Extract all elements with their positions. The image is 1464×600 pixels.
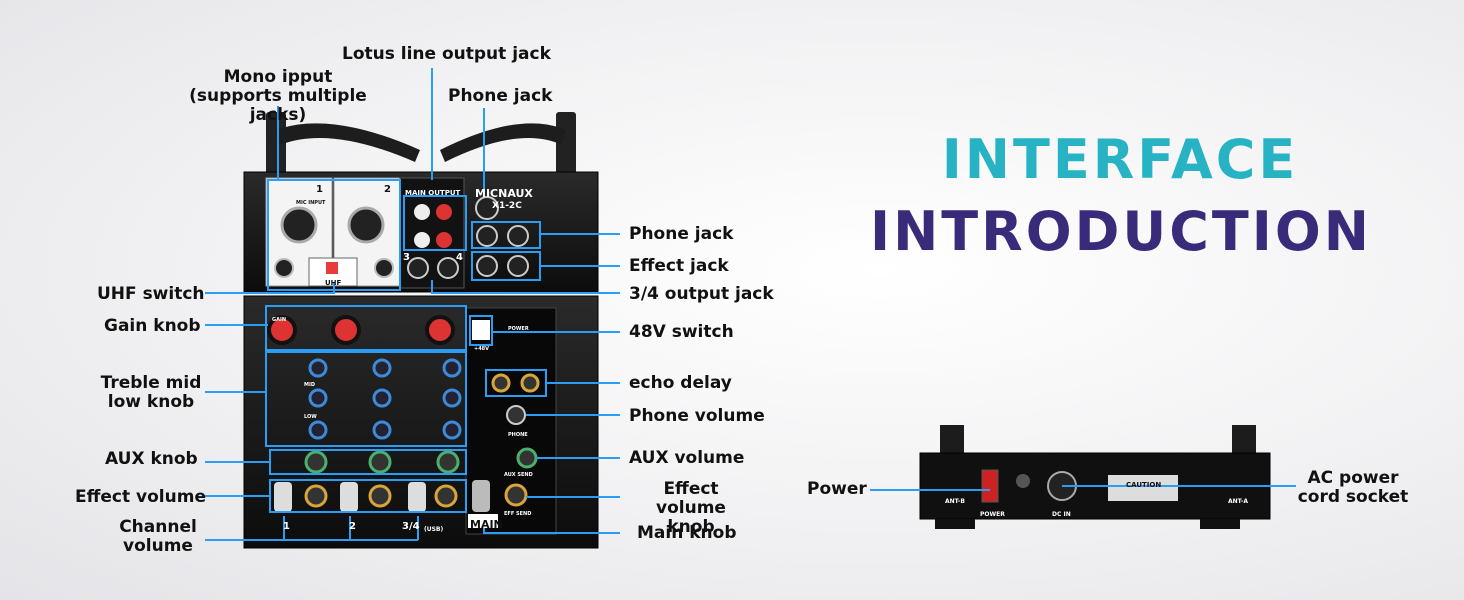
label-uhf-switch: UHF switch <box>97 284 205 304</box>
callout-gain <box>205 305 467 351</box>
fader-2-label: 2 <box>349 521 356 532</box>
fader-34-sub-label: (USB) <box>424 526 444 533</box>
channel-4-label: 4 <box>456 252 463 263</box>
label-echo-delay: echo delay <box>629 373 732 393</box>
label-aux-knob: AUX knob <box>105 449 198 469</box>
callout-echo-delay <box>485 369 620 397</box>
channel-2-label: 2 <box>384 184 391 195</box>
callout-48v <box>469 315 620 346</box>
fader-34-label: 3/4 <box>402 521 420 532</box>
label-power: Power <box>807 479 867 499</box>
label-phone-volume: Phone volume <box>629 406 765 426</box>
eff-send-label: EFF SEND <box>504 511 532 517</box>
aux-send-label: AUX SEND <box>504 472 533 478</box>
mixer-top-panel <box>243 171 599 293</box>
label-aux-volume: AUX volume <box>629 448 745 468</box>
callout-lines <box>205 68 1296 541</box>
low-label: LOW <box>304 414 317 420</box>
back-power-label: POWER <box>980 511 1005 518</box>
label-main-knob: Main knob <box>637 523 737 543</box>
v48-label: +48V <box>474 346 490 352</box>
antenna-right <box>440 112 576 174</box>
heading-line-2: INTRODUCTION <box>870 200 1372 263</box>
label-effect-volume-knob: Effect volume knob <box>656 479 726 537</box>
callout-uhf <box>205 283 335 294</box>
callout-channel-volume <box>205 516 419 541</box>
back-dc-in-label: DC IN <box>1052 511 1071 518</box>
label-treble-mid-low-knob: Treble mid low knob <box>100 373 202 412</box>
mid-label: MID <box>304 382 315 388</box>
mic-input-label: MIC INPUT <box>296 200 326 206</box>
channel-3-label: 3 <box>403 252 410 263</box>
label-channel-volume: Channel volume <box>119 517 197 556</box>
label-lotus-line-output-jack: Lotus line output jack <box>342 44 551 64</box>
main-output-label: MAIN OUTPUT <box>405 189 461 197</box>
mixer-back-panel <box>919 425 1271 529</box>
callout-effect-volume <box>205 479 467 513</box>
label-phone-jack-top: Phone jack <box>448 86 553 106</box>
device-model: X1-2C <box>492 201 522 211</box>
label-ac-power-cord-socket: AC power cord socket <box>1297 468 1409 507</box>
label-mono-input: Mono ipput (supports multiple jacks) <box>189 67 367 125</box>
uhf-label: UHF <box>325 279 342 287</box>
callout-mono-input <box>267 106 401 291</box>
channel-1-label: 1 <box>316 184 323 195</box>
back-ant-a-label: ANT-A <box>1228 498 1249 505</box>
back-ant-b-label: ANT-B <box>945 498 965 505</box>
gain-label: GAIN <box>272 317 287 323</box>
callout-phone-jack <box>471 221 620 249</box>
heading-line-1: INTERFACE <box>941 128 1299 191</box>
fader-1-label: 1 <box>283 521 290 532</box>
callout-treble <box>205 351 467 447</box>
label-gain-knob: Gain knob <box>104 316 201 336</box>
callout-lotus-line-output <box>403 68 467 251</box>
callout-effect-jack <box>471 251 620 281</box>
label-effect-jack: Effect jack <box>629 256 729 276</box>
label-34-output-jack: 3/4 output jack <box>629 284 774 304</box>
antenna-left <box>266 112 420 174</box>
back-caution-label: CAUTION <box>1126 481 1162 489</box>
callout-aux-knob <box>205 449 467 475</box>
main-fader-label: MAIN <box>470 518 503 531</box>
mixer-front-panel <box>243 295 599 549</box>
label-48v-switch: 48V switch <box>629 322 734 342</box>
power-led-label: POWER <box>508 326 529 332</box>
callout-34-output <box>431 280 620 294</box>
phone-label: PHONE <box>508 432 528 438</box>
label-effect-volume: Effect volume <box>75 487 206 507</box>
label-phone-jack: Phone jack <box>629 224 734 244</box>
device-brand: MICNAUX <box>475 187 533 200</box>
callout-main-knob <box>483 528 620 534</box>
